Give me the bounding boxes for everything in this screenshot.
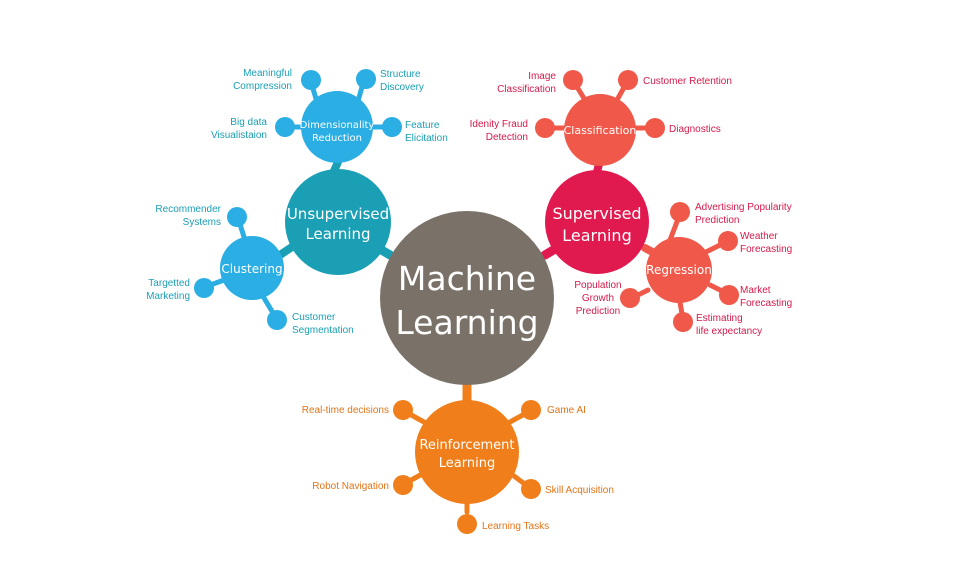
leaf-structure-line1: Structure — [380, 69, 421, 80]
leaf-compression-line2: Compression — [233, 81, 292, 92]
node-dot-advertising — [670, 202, 690, 222]
regression-label: Regression — [646, 263, 712, 277]
node-supervised-learning — [545, 170, 649, 274]
core-label-line1: Machine — [398, 259, 536, 298]
leaf-advertising-line2: Prediction — [695, 215, 739, 226]
leaf-marketing-line2: Marketing — [146, 291, 190, 302]
node-dot-learningtasks — [457, 514, 477, 534]
node-dot-recommender — [227, 207, 247, 227]
dimensionality-label-line2: Reduction — [312, 133, 362, 144]
node-dot-marketing — [194, 278, 214, 298]
node-reinforcement-learning — [415, 400, 519, 504]
node-dot-structure — [356, 69, 376, 89]
node-dot-compression — [301, 70, 321, 90]
leaf-feature-line1: Feature — [405, 120, 440, 131]
node-dot-population — [620, 288, 640, 308]
node-dot-skill — [521, 479, 541, 499]
core-label-line2: Learning — [395, 303, 538, 342]
node-regression — [646, 237, 712, 303]
leaf-gameai: Game AI — [547, 405, 586, 416]
node-classification — [564, 94, 636, 166]
node-dot-segmentation — [267, 310, 287, 330]
leaf-population-line3: Prediction — [576, 306, 620, 317]
node-dot-bigdata — [275, 117, 295, 137]
node-dot-market — [719, 285, 739, 305]
dimensionality-label-line1: Dimensionality — [300, 120, 375, 131]
leaf-recommender-line2: Systems — [183, 217, 221, 228]
clustering-label: Clustering — [221, 262, 282, 276]
reinforcement-label-line1: Reinforcement — [419, 438, 514, 453]
leaf-weather-line1: Weather — [740, 231, 778, 242]
leaf-weather-line2: Forecasting — [740, 244, 792, 255]
leaf-market-line2: Forecasting — [740, 298, 792, 309]
leaf-robot: Robot Navigation — [312, 481, 389, 492]
leaf-retention-line1: Customer Retention — [643, 76, 732, 87]
leaf-advertising-line1: Advertising Popularity — [695, 202, 792, 213]
unsupervised-label-line1: Unsupervised — [287, 205, 389, 223]
leaf-realtime: Real-time decisions — [302, 405, 389, 416]
leaf-feature-line2: Elicitation — [405, 133, 448, 144]
node-machine-learning — [380, 211, 554, 385]
node-dot-realtime — [393, 400, 413, 420]
leaf-segmentation-line1: Customer — [292, 312, 336, 323]
leaf-skill: Skill Acquisition — [545, 485, 614, 496]
leaf-fraud-line2: Detection — [486, 132, 528, 143]
node-clustering — [220, 236, 284, 300]
node-dot-life — [673, 312, 693, 332]
node-unsupervised-learning — [285, 169, 391, 275]
leaf-learningtasks: Learning Tasks — [482, 521, 549, 532]
leaf-market-line1: Market — [740, 285, 771, 296]
leaf-bigdata-line1: Big data — [230, 117, 267, 128]
leaf-life-line2: life expectancy — [696, 326, 762, 337]
leaf-recommender-line1: Recommender — [155, 204, 221, 215]
classification-label: Classification — [564, 124, 637, 137]
leaf-bigdata-line2: Visualistaion — [211, 130, 267, 141]
node-dot-fraud — [535, 118, 555, 138]
node-dimensionality-reduction — [301, 91, 373, 163]
node-dot-diagnostics — [645, 118, 665, 138]
node-dot-gameai — [521, 400, 541, 420]
node-dot-robot — [393, 475, 413, 495]
leaf-life-line1: Estimating — [696, 313, 743, 324]
leaf-image-line2: Classification — [497, 84, 556, 95]
leaf-population-line1: Population — [574, 280, 621, 291]
unsupervised-label-line2: Learning — [305, 225, 370, 243]
node-dot-feature — [382, 117, 402, 137]
leaf-structure-line2: Discovery — [380, 82, 424, 93]
supervised-label-line2: Learning — [562, 226, 631, 245]
leaf-image-line1: Image — [528, 71, 556, 82]
leaf-population-line2: Growth — [582, 293, 614, 304]
node-dot-image — [563, 70, 583, 90]
leaf-compression-line1: Meaningful — [243, 68, 292, 79]
leaf-dots — [194, 69, 739, 534]
leaf-diagnostics-line1: Diagnostics — [669, 124, 721, 135]
reinforcement-label-line2: Learning — [439, 456, 495, 471]
leaf-segmentation-line2: Segmentation — [292, 325, 354, 336]
supervised-label-line1: Supervised — [552, 204, 641, 223]
leaf-fraud-line1: Idenity Fraud — [470, 119, 528, 130]
leaf-marketing-line1: Targetted — [148, 278, 190, 289]
node-dot-retention — [618, 70, 638, 90]
node-dot-weather — [718, 231, 738, 251]
